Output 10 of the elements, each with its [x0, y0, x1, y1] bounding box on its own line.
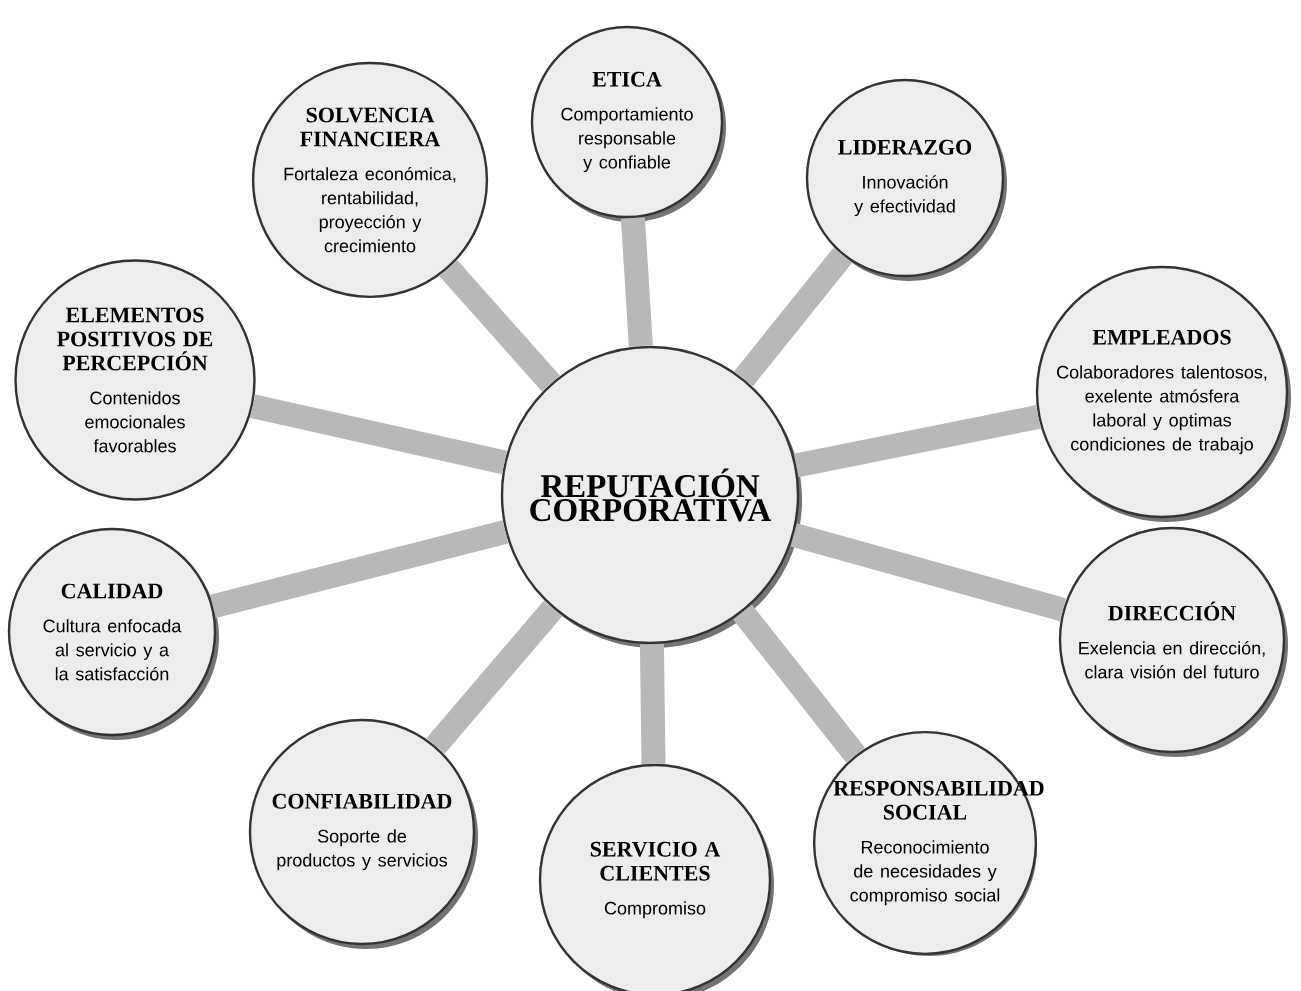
- ray: [639, 644, 666, 764]
- ray: [793, 405, 1041, 478]
- ray: [439, 260, 560, 392]
- ray: [734, 247, 853, 387]
- ray: [790, 523, 1067, 622]
- ray: [620, 217, 653, 347]
- ray: [250, 394, 507, 475]
- ray: [733, 604, 865, 763]
- ray: [210, 520, 509, 618]
- ray: [426, 600, 563, 754]
